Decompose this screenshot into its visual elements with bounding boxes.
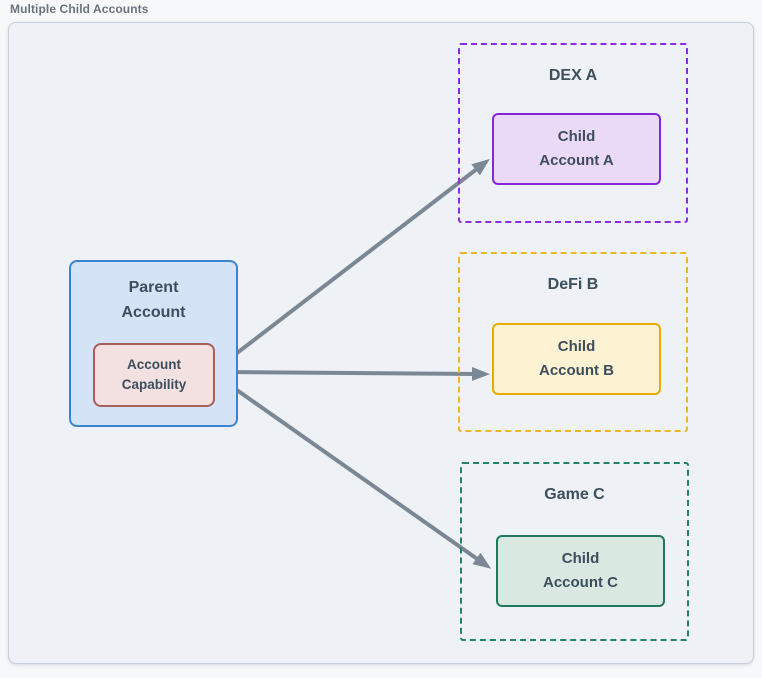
child-account-c-node: Child Account C <box>496 535 665 607</box>
child-account-a-node: Child Account A <box>492 113 661 185</box>
group-dex-a: DEX A Child Account A <box>458 43 688 223</box>
child-account-b-label-line2: Account B <box>539 362 614 379</box>
child-account-c-label-line1: Child <box>561 550 600 567</box>
account-capability-label-line1: Account <box>127 357 181 372</box>
account-capability-node: Account Capability <box>93 343 215 407</box>
parent-account-label-line1: Parent <box>128 279 179 296</box>
diagram-title: Multiple Child Accounts <box>10 2 149 16</box>
group-dex-a-label: DEX A <box>548 67 598 84</box>
child-account-b-node: Child Account B <box>492 323 661 395</box>
child-account-c-label-line2: Account C <box>543 574 618 591</box>
group-defi-b: DeFi B Child Account B <box>458 252 688 432</box>
group-defi-b-label: DeFi B <box>547 276 599 293</box>
parent-account-node: Parent Account Account Capability <box>69 260 238 427</box>
parent-account-label-line2: Account <box>121 304 186 321</box>
group-game-c: Game C Child Account C <box>460 462 689 641</box>
group-game-c-label: Game C <box>544 486 605 503</box>
child-account-a-label-line1: Child <box>557 128 596 145</box>
account-capability-label-line2: Capability <box>121 377 187 392</box>
child-account-a-label-line2: Account A <box>539 152 614 169</box>
child-account-b-label-line1: Child <box>557 338 596 355</box>
